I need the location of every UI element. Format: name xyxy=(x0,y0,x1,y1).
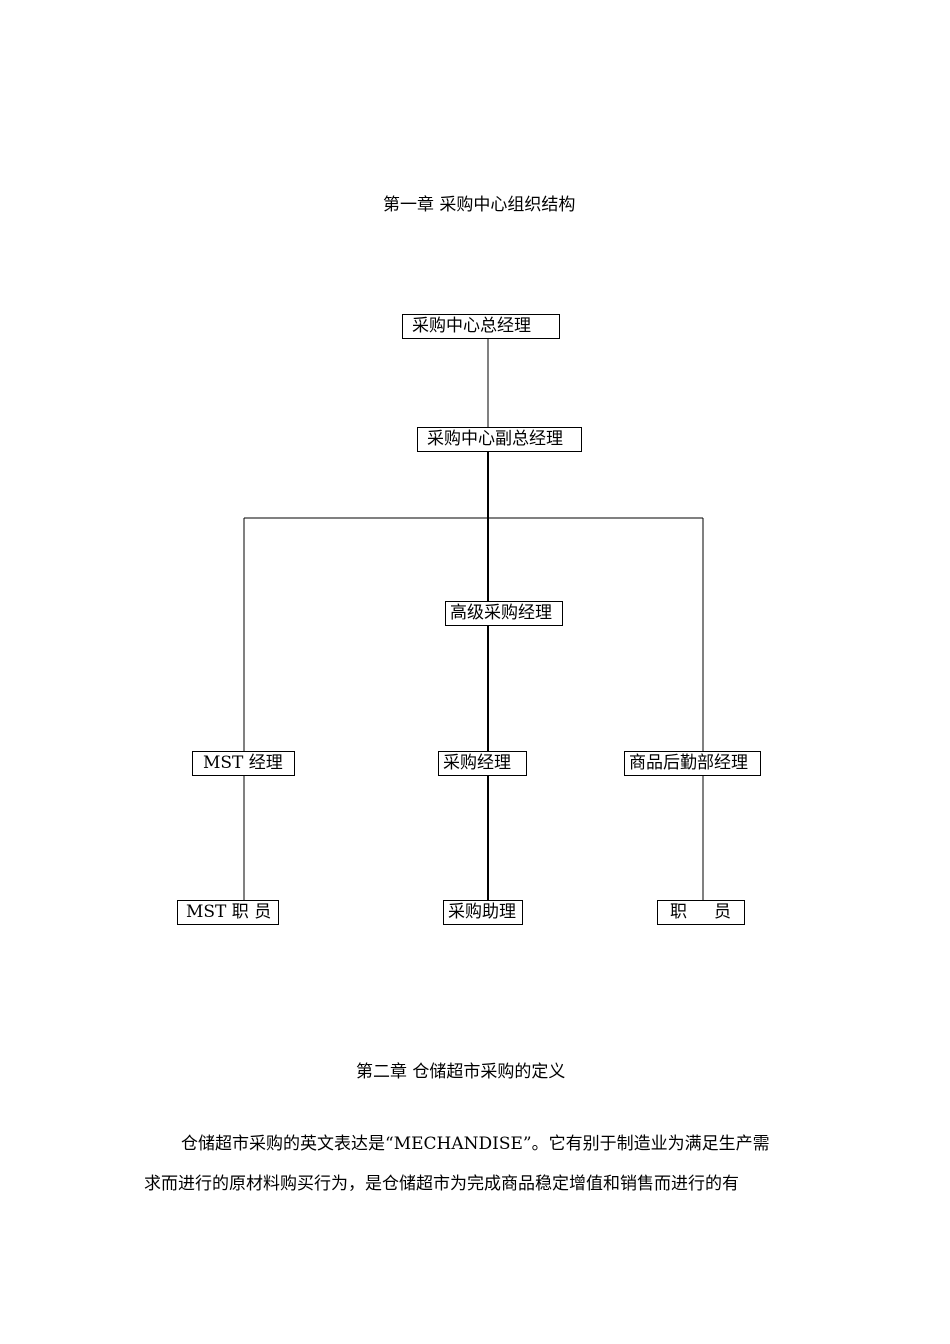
chapter-2-title: 第二章 仓储超市采购的定义 xyxy=(356,1062,566,1082)
node-mst-manager: MST 经理 xyxy=(192,751,295,776)
node-mst-staff: MST 职 员 xyxy=(177,900,279,925)
paragraph-line-2: 求而进行的原材料购买行为，是仓储超市为完成商品稳定增值和销售而进行的有 xyxy=(144,1174,739,1194)
node-buying-assistant: 采购助理 xyxy=(443,900,523,925)
chapter-1-title: 第一章 采购中心组织结构 xyxy=(383,195,576,215)
node-senior-buying-manager: 高级采购经理 xyxy=(445,601,563,626)
node-staff: 职 员 xyxy=(657,900,745,925)
paragraph-line-1: 仓储超市采购的英文表达是“MECHANDISE”。它有别于制造业为满足生产需 xyxy=(181,1134,770,1154)
node-logistics-manager: 商品后勤部经理 xyxy=(624,751,761,776)
node-buying-manager: 采购经理 xyxy=(438,751,527,776)
node-general-manager: 采购中心总经理 xyxy=(402,314,560,339)
node-deputy-general-manager: 采购中心副总经理 xyxy=(417,427,582,452)
